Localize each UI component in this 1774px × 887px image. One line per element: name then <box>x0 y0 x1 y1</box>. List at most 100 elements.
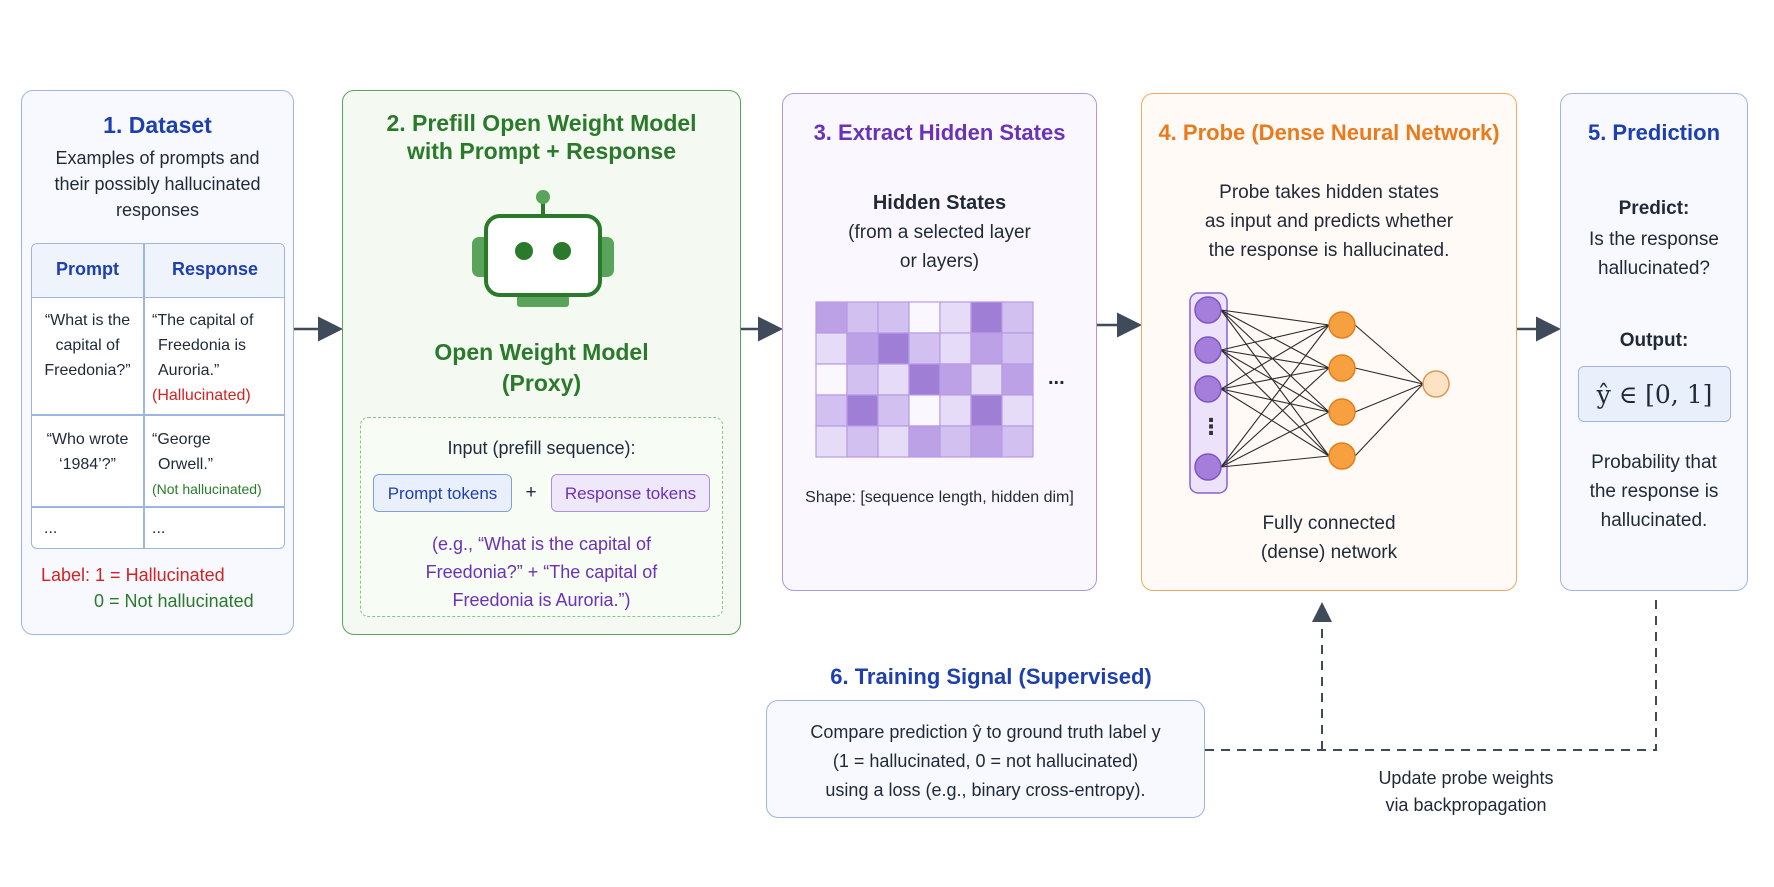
training-signal-box: Compare prediction ŷ to ground truth lab… <box>766 700 1205 818</box>
table-row-response: “George Orwell.” (Not hallucinated) <box>152 427 284 502</box>
network-connection <box>1354 367 1424 385</box>
table-row-response: “The capital of Freedonia is Auroria.” (… <box>152 308 284 408</box>
table-column-divider <box>143 244 145 548</box>
network-connection <box>1220 367 1330 468</box>
hidden-state-cell <box>970 301 1003 334</box>
hallucinated-tag: (Hallucinated) <box>152 387 251 404</box>
hidden-state-cell <box>1001 363 1034 396</box>
plus-sign: + <box>525 482 537 503</box>
output-neuron <box>1422 370 1450 398</box>
hidden-state-cell <box>877 394 910 427</box>
training-description: Compare prediction ŷ to ground truth lab… <box>810 722 1161 800</box>
neural-network-diagram <box>1189 292 1450 494</box>
label-legend-line2: 0 = Not hallucinated <box>94 591 254 611</box>
hidden-state-cell <box>815 301 848 334</box>
network-connection <box>1220 388 1330 413</box>
predict-label: Predict: <box>1618 198 1690 219</box>
prediction-title: 5. Prediction <box>1587 120 1721 145</box>
network-connection <box>1220 309 1330 369</box>
table-row-prompt: ... <box>44 520 58 537</box>
hidden-state-cell <box>939 425 972 458</box>
network-connection <box>1220 367 1330 390</box>
hidden-state-cell <box>908 425 941 458</box>
prediction-panel: 5. Prediction Predict: Is the response h… <box>1560 93 1748 591</box>
hidden-states-title: 3. Extract Hidden States <box>813 120 1066 145</box>
hidden-states-grid <box>815 301 1034 458</box>
label-legend-line1: Label: 1 = Hallucinated <box>41 565 225 585</box>
probe-caption: Fully connected (dense) network <box>1260 513 1398 563</box>
network-connection <box>1220 349 1330 413</box>
hidden-state-cell <box>1001 394 1034 427</box>
input-neuron <box>1194 296 1222 324</box>
table-row-divider-1 <box>32 414 284 416</box>
hidden-state-cell <box>970 363 1003 396</box>
hidden-states-panel: 3. Extract Hidden States Hidden States (… <box>782 93 1097 591</box>
prompt-tokens-chip: Prompt tokens <box>373 474 512 512</box>
prefill-panel: 2. Prefill Open Weight Model with Prompt… <box>342 90 741 635</box>
hidden-neuron <box>1328 354 1356 382</box>
probe-panel: 4. Probe (Dense Neural Network) Probe ta… <box>1141 93 1517 591</box>
input-neuron <box>1194 453 1222 481</box>
hidden-state-cell <box>908 394 941 427</box>
hidden-state-cell <box>846 301 879 334</box>
hidden-state-cell <box>1001 332 1034 365</box>
hidden-state-cell <box>939 363 972 396</box>
table-header-row <box>32 244 284 298</box>
prediction-question: Is the response hallucinated? <box>1589 229 1719 279</box>
hidden-states-heading: Hidden States <box>872 192 1007 214</box>
shape-caption: Shape: [sequence length, hidden dim] <box>805 489 1074 506</box>
hidden-state-cell <box>939 301 972 334</box>
input-layer-vdots: ⋮ <box>1200 414 1222 439</box>
update-weights-caption: Update probe weights via backpropagation <box>1378 768 1554 815</box>
network-connection <box>1354 383 1424 457</box>
prefill-input-box: Input (prefill sequence): Prompt tokens … <box>360 417 723 617</box>
input-neuron <box>1194 336 1222 364</box>
input-neuron <box>1194 375 1222 403</box>
table-row-prompt: “Who wrote ‘1984’?” <box>46 431 129 473</box>
grid-ellipsis: ... <box>1048 367 1065 389</box>
model-name: Open Weight Model (Proxy) <box>434 339 649 396</box>
hidden-states-sub: (from a selected layer or layers) <box>848 222 1031 272</box>
hidden-state-cell <box>1001 301 1034 334</box>
hidden-state-cell <box>970 425 1003 458</box>
hidden-state-cell <box>815 394 848 427</box>
network-connection <box>1220 349 1330 457</box>
network-connection <box>1220 324 1330 468</box>
dataset-description: Examples of prompts and their possibly h… <box>54 148 261 220</box>
hidden-state-cell <box>846 332 879 365</box>
hidden-state-cell <box>908 363 941 396</box>
dataset-panel: 1. Dataset Examples of prompts and their… <box>21 90 294 635</box>
hidden-state-cell <box>1001 425 1034 458</box>
network-connection <box>1220 349 1330 369</box>
table-header-prompt: Prompt <box>56 259 119 279</box>
probability-text: Probability that the response is halluci… <box>1589 452 1719 531</box>
hidden-state-cell <box>970 332 1003 365</box>
network-connection <box>1354 324 1424 385</box>
hidden-state-cell <box>939 394 972 427</box>
table-header-response: Response <box>171 259 259 279</box>
network-connection <box>1220 309 1330 457</box>
hidden-state-cell <box>877 332 910 365</box>
network-connection <box>1220 455 1330 468</box>
hidden-state-cell <box>877 301 910 334</box>
output-label: Output: <box>1619 330 1689 351</box>
prefill-example: (e.g., “What is the capital of Freedonia… <box>425 534 658 610</box>
probe-description: Probe takes hidden states as input and p… <box>1204 182 1454 261</box>
hidden-state-cell <box>815 363 848 396</box>
hidden-neuron <box>1328 311 1356 339</box>
table-row-divider-2 <box>32 506 284 508</box>
probe-title: 4. Probe (Dense Neural Network) <box>1158 120 1500 145</box>
hidden-neuron <box>1328 398 1356 426</box>
feedback-dashed-line <box>1205 594 1657 751</box>
table-row-response: ... <box>152 520 166 537</box>
network-connection <box>1220 309 1330 413</box>
training-signal-title: 6. Training Signal (Supervised) <box>830 664 1152 689</box>
hidden-state-cell <box>970 394 1003 427</box>
hidden-state-cell <box>815 332 848 365</box>
network-connection <box>1220 309 1330 326</box>
network-connection <box>1220 388 1330 457</box>
robot-icon <box>472 190 614 307</box>
hidden-state-cell <box>908 301 941 334</box>
hidden-state-cell <box>846 425 879 458</box>
